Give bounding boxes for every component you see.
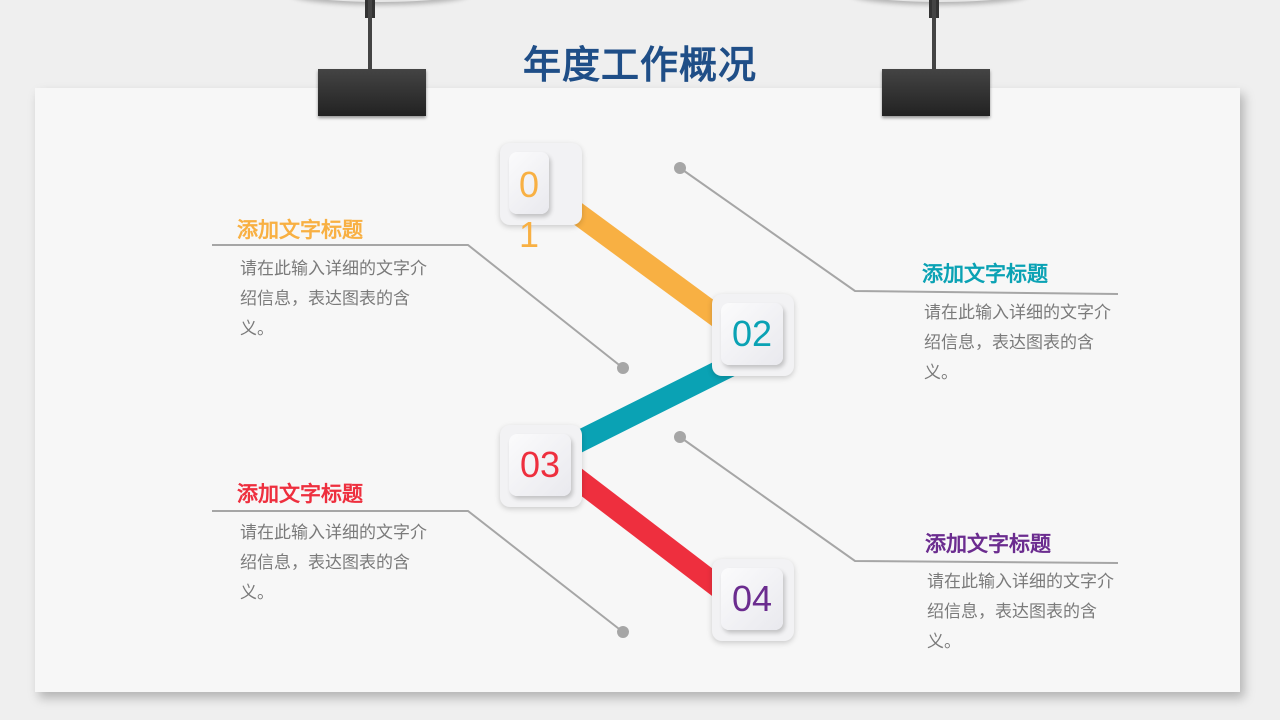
step-heading-4: 添加文字标题 — [925, 532, 1051, 556]
band-teal — [567, 352, 743, 455]
step-body-1: 请在此输入详细的文字介绍信息，表达图表的含义。 — [240, 259, 427, 339]
step-heading-2: 添加文字标题 — [922, 262, 1048, 286]
cord-right — [932, 0, 936, 70]
binder-clip-left — [318, 69, 426, 116]
dot-4 — [674, 431, 686, 443]
step-number: 02 — [721, 303, 783, 365]
leader-line-1 — [212, 244, 624, 369]
step-box-04: 04 — [712, 559, 794, 641]
dot-1 — [617, 362, 629, 374]
step-box-01: 01 — [500, 143, 582, 255]
step-body-3: 请在此输入详细的文字介绍信息，表达图表的含义。 — [240, 523, 427, 603]
band-red — [565, 466, 732, 601]
lamp-left — [290, 0, 470, 2]
step-body-2: 请在此输入详细的文字介绍信息，表达图表的含义。 — [924, 303, 1111, 383]
step-number: 01 — [509, 152, 549, 255]
step-body-4: 请在此输入详细的文字介绍信息，表达图表的含义。 — [927, 572, 1114, 652]
leader-line-2 — [679, 167, 1119, 295]
binder-clip-right — [882, 69, 990, 116]
page-title: 年度工作概况 — [522, 43, 757, 87]
leader-line-3 — [212, 510, 624, 633]
dot-2 — [674, 162, 686, 174]
band-orange — [563, 199, 732, 331]
step-box-02: 02 — [712, 294, 794, 376]
step-number: 04 — [721, 568, 783, 630]
step-box-03: 03 — [500, 425, 582, 507]
step-heading-1: 添加文字标题 — [237, 218, 363, 242]
step-number: 03 — [509, 434, 571, 496]
step-heading-3: 添加文字标题 — [237, 482, 363, 506]
lamp-right — [850, 0, 1030, 2]
paper-board — [35, 88, 1240, 692]
cord-left — [368, 0, 372, 70]
leader-line-4 — [679, 436, 1119, 564]
dot-3 — [617, 626, 629, 638]
